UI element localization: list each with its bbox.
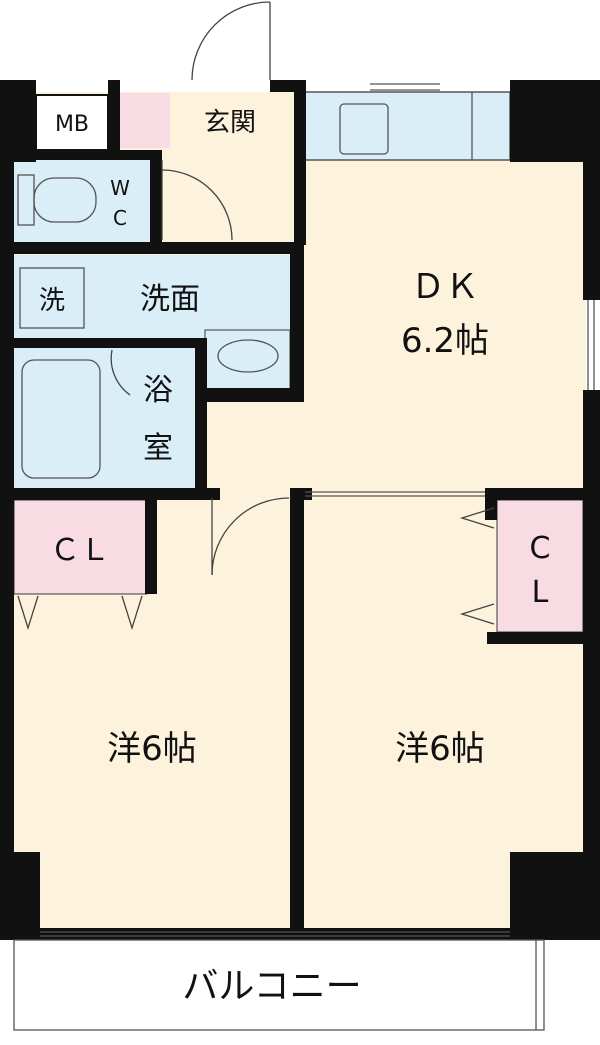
kitchen-counter: [304, 91, 511, 161]
label-wc-bottom: C: [113, 206, 127, 230]
label-washroom: 洗面: [140, 282, 200, 317]
label-dk-name: ＤＫ: [411, 267, 479, 307]
label-closet-left: ＣＬ: [50, 533, 110, 568]
entrance-tile: [120, 93, 170, 148]
wc-floor: [14, 160, 154, 242]
bath-floor: [14, 345, 199, 490]
label-closet-right-top: C: [530, 531, 551, 566]
washroom-floor: [14, 255, 294, 340]
label-mb: MB: [55, 112, 89, 137]
walls: [0, 80, 600, 940]
balcony-outline: [13, 939, 545, 1031]
label-wc-top: W: [110, 176, 130, 200]
kitchen-sink: [339, 103, 389, 155]
label-washroom-mark: 洗: [39, 286, 65, 316]
label-entrance: 玄関: [204, 108, 256, 138]
wash-basin: [217, 339, 279, 373]
label-closet-right-bottom: L: [532, 575, 549, 610]
label-western-right: 洋6帖: [395, 729, 485, 769]
label-bath-top: 浴: [143, 373, 173, 408]
label-bath-bottom: 室: [143, 431, 173, 466]
door-swings: [17, 1, 495, 631]
bathtub: [21, 359, 101, 479]
label-dk-size: 6.2帖: [401, 321, 489, 361]
label-western-left: 洋6帖: [107, 729, 197, 769]
toilet-bowl: [33, 177, 97, 223]
washer: [19, 267, 85, 329]
label-balcony: バルコニー: [182, 966, 361, 1007]
fixtures: [13, 83, 595, 1031]
closet-right: [496, 499, 584, 633]
